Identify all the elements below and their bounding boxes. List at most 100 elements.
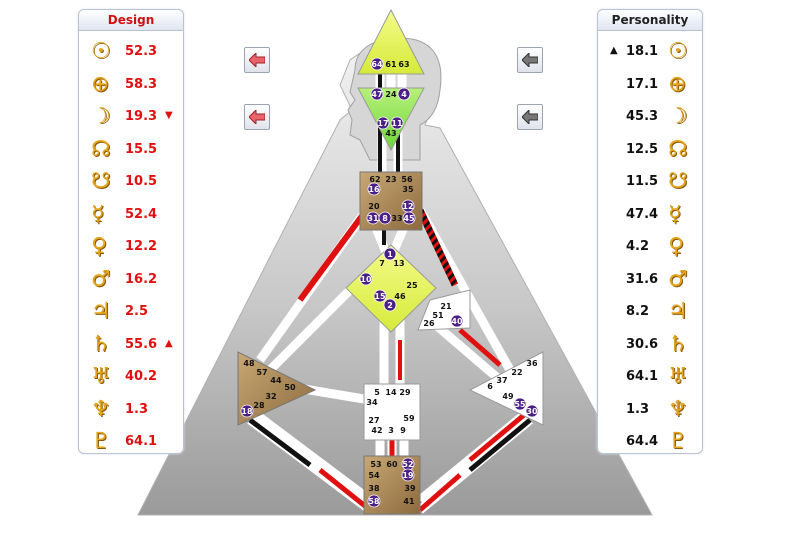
design-row-pluto[interactable]: ♇64.1 bbox=[79, 427, 183, 460]
personality-row-moon[interactable]: ☽45.3 bbox=[598, 102, 702, 135]
gate-3[interactable]: 3 bbox=[388, 426, 394, 435]
gate-33[interactable]: 33 bbox=[391, 214, 402, 223]
gate-49[interactable]: 49 bbox=[502, 392, 514, 401]
design-row-south-node[interactable]: ☋10.5 bbox=[79, 167, 183, 200]
gate-45[interactable]: 45 bbox=[402, 211, 416, 225]
gate-63[interactable]: 63 bbox=[398, 60, 409, 69]
gate-26[interactable]: 26 bbox=[423, 319, 435, 328]
gate-34[interactable]: 34 bbox=[366, 398, 378, 407]
personality-row-jupiter[interactable]: ♃8.2 bbox=[598, 297, 702, 330]
south-node-icon: ☋ bbox=[668, 169, 688, 194]
gate-60[interactable]: 60 bbox=[386, 460, 398, 469]
personality-prev-button-2[interactable] bbox=[517, 104, 543, 130]
gate-31[interactable]: 31 bbox=[366, 211, 380, 225]
gate-55[interactable]: 55 bbox=[513, 397, 527, 411]
gate-7[interactable]: 7 bbox=[379, 259, 385, 268]
gate-57[interactable]: 57 bbox=[256, 368, 267, 377]
gate-18[interactable]: 18 bbox=[240, 404, 254, 418]
gate-50[interactable]: 50 bbox=[284, 383, 296, 392]
gate-41[interactable]: 41 bbox=[403, 497, 415, 506]
gate-46[interactable]: 46 bbox=[394, 292, 406, 301]
gate-44[interactable]: 44 bbox=[270, 376, 282, 385]
gate-11[interactable]: 11 bbox=[390, 116, 404, 130]
ajna-center[interactable] bbox=[357, 87, 425, 152]
gate-52[interactable]: 52 bbox=[401, 457, 415, 471]
spleen-center[interactable] bbox=[237, 351, 317, 426]
personality-row-south-node[interactable]: ☋11.5 bbox=[598, 167, 702, 200]
gate-58[interactable]: 58 bbox=[367, 494, 381, 508]
design-row-mars[interactable]: ♂16.2 bbox=[79, 265, 183, 298]
gate-9[interactable]: 9 bbox=[400, 426, 406, 435]
head-center[interactable] bbox=[357, 8, 425, 75]
personality-row-mercury[interactable]: ☿47.4 bbox=[598, 200, 702, 233]
personality-row-uranus[interactable]: ♅64.1 bbox=[598, 362, 702, 395]
gate-40[interactable]: 40 bbox=[450, 314, 464, 328]
gate-19[interactable]: 19 bbox=[401, 468, 415, 482]
gate-30[interactable]: 30 bbox=[525, 404, 539, 418]
design-row-north-node[interactable]: ☊15.5 bbox=[79, 135, 183, 168]
personality-row-mars[interactable]: ♂31.6 bbox=[598, 265, 702, 298]
gate-28[interactable]: 28 bbox=[253, 401, 265, 410]
gate-64[interactable]: 64 bbox=[370, 57, 384, 71]
design-prev-button-2[interactable] bbox=[244, 104, 270, 130]
gate-35[interactable]: 35 bbox=[402, 185, 414, 194]
gate-2[interactable]: 2 bbox=[383, 298, 397, 312]
gate-27[interactable]: 27 bbox=[368, 416, 379, 425]
design-row-moon[interactable]: ☽19.3▼ bbox=[79, 102, 183, 135]
personality-row-sun[interactable]: ☉18.1▲ bbox=[598, 37, 702, 70]
gate-24[interactable]: 24 bbox=[385, 90, 397, 99]
gate-16[interactable]: 16 bbox=[367, 182, 381, 196]
gate-43[interactable]: 43 bbox=[385, 129, 396, 138]
gate-53[interactable]: 53 bbox=[370, 460, 381, 469]
gate-39[interactable]: 39 bbox=[404, 484, 416, 493]
gate-32[interactable]: 32 bbox=[265, 392, 276, 401]
gate-17[interactable]: 17 bbox=[376, 116, 390, 130]
gate-21[interactable]: 21 bbox=[440, 302, 452, 311]
personality-row-pluto[interactable]: ♇64.4 bbox=[598, 427, 702, 460]
personality-row-saturn[interactable]: ♄30.6 bbox=[598, 330, 702, 363]
gate-37[interactable]: 37 bbox=[496, 376, 507, 385]
gate-13[interactable]: 13 bbox=[393, 259, 404, 268]
gate-62[interactable]: 62 bbox=[369, 175, 380, 184]
gate-61[interactable]: 61 bbox=[385, 60, 397, 69]
gate-42[interactable]: 42 bbox=[371, 426, 382, 435]
gate-29[interactable]: 29 bbox=[399, 388, 411, 397]
gate-23[interactable]: 23 bbox=[385, 175, 396, 184]
design-prev-button[interactable] bbox=[244, 47, 270, 73]
design-row-saturn[interactable]: ♄55.6▲ bbox=[79, 330, 183, 363]
design-row-venus[interactable]: ♀12.2 bbox=[79, 232, 183, 265]
gate-56[interactable]: 56 bbox=[401, 175, 413, 184]
gate-59[interactable]: 59 bbox=[403, 414, 415, 423]
gate-54[interactable]: 54 bbox=[368, 471, 380, 480]
personality-row-neptune[interactable]: ♆1.3 bbox=[598, 395, 702, 428]
gate-14[interactable]: 14 bbox=[385, 388, 397, 397]
design-row-mercury[interactable]: ☿52.4 bbox=[79, 200, 183, 233]
design-row-sun[interactable]: ☉52.3 bbox=[79, 37, 183, 70]
gate-12[interactable]: 12 bbox=[401, 199, 415, 213]
gate-5[interactable]: 5 bbox=[374, 388, 380, 397]
gate-1[interactable]: 1 bbox=[383, 247, 397, 261]
design-row-uranus[interactable]: ♅40.2 bbox=[79, 362, 183, 395]
design-row-earth[interactable]: ⊕58.3 bbox=[79, 70, 183, 103]
gate-4[interactable]: 4 bbox=[397, 87, 411, 101]
gate-36[interactable]: 36 bbox=[526, 359, 538, 368]
gate-38[interactable]: 38 bbox=[368, 484, 380, 493]
gate-51[interactable]: 51 bbox=[432, 311, 444, 320]
gate-10[interactable]: 10 bbox=[359, 272, 373, 286]
gate-48[interactable]: 48 bbox=[243, 359, 255, 368]
gate-6[interactable]: 6 bbox=[487, 382, 493, 391]
design-row-neptune[interactable]: ♆1.3 bbox=[79, 395, 183, 428]
gate-25[interactable]: 25 bbox=[406, 281, 418, 290]
gate-22[interactable]: 22 bbox=[511, 368, 522, 377]
gate-8[interactable]: 8 bbox=[378, 211, 392, 225]
personality-row-earth[interactable]: ⊕17.1 bbox=[598, 70, 702, 103]
personality-row-venus[interactable]: ♀4.2 bbox=[598, 232, 702, 265]
sacral-center[interactable] bbox=[363, 383, 421, 441]
personality-prev-button[interactable] bbox=[517, 47, 543, 73]
gate-20[interactable]: 20 bbox=[368, 202, 380, 211]
gate-15[interactable]: 15 bbox=[373, 289, 387, 303]
personality-row-north-node[interactable]: ☊12.5 bbox=[598, 135, 702, 168]
g-center[interactable] bbox=[345, 244, 437, 333]
gate-47[interactable]: 47 bbox=[370, 87, 384, 101]
design-row-jupiter[interactable]: ♃2.5 bbox=[79, 297, 183, 330]
